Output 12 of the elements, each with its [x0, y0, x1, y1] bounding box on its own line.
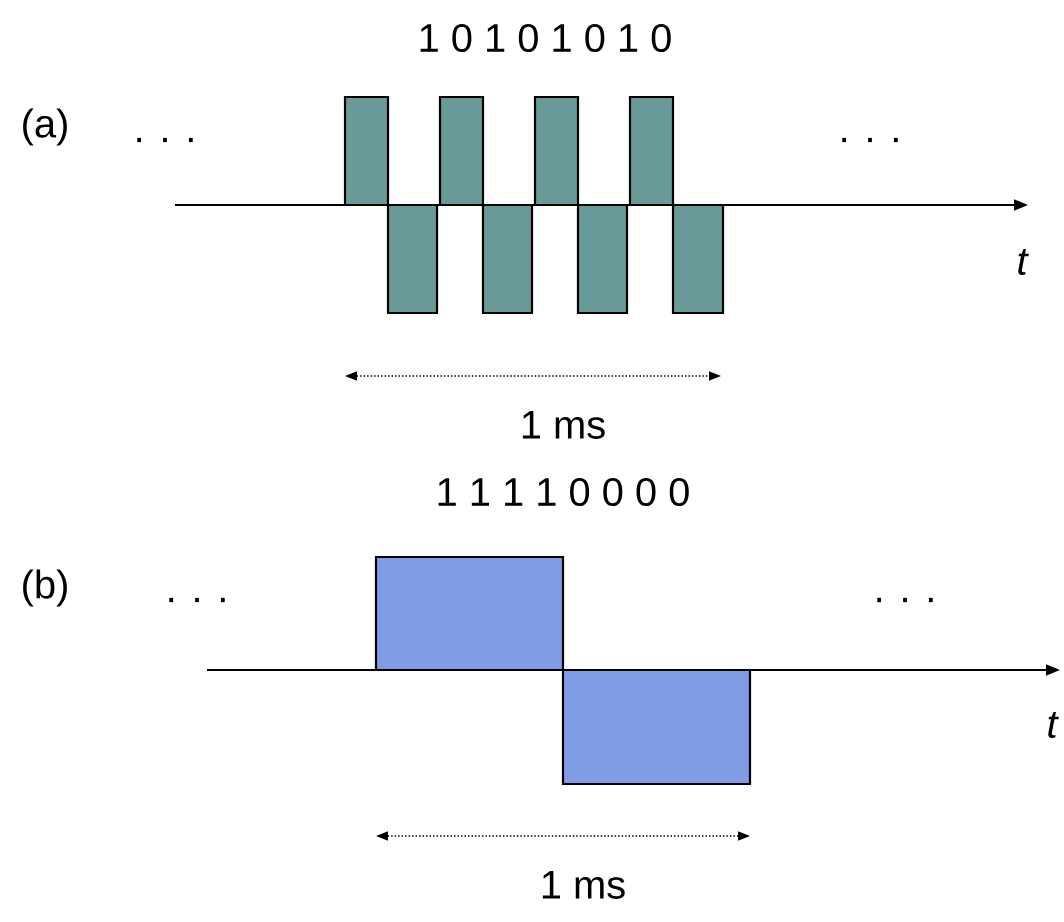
- ellipsis: . . .: [169, 597, 225, 603]
- axis-label: t: [1048, 711, 1059, 739]
- panel-label: (a): [23, 108, 67, 146]
- ellipsis: . . .: [842, 137, 898, 143]
- panel-label: (b): [23, 569, 67, 607]
- duration-label: 1 ms: [542, 871, 625, 899]
- bit-sequence: 1 0 1 0 1 0 1 0: [420, 23, 671, 53]
- bit-sequence: 1 1 1 1 0 0 0 0: [438, 477, 689, 507]
- ellipsis: . . .: [877, 597, 933, 603]
- duration-label: 1 ms: [522, 411, 605, 439]
- axis-label: t: [1018, 248, 1029, 276]
- ellipsis: . . .: [137, 137, 193, 143]
